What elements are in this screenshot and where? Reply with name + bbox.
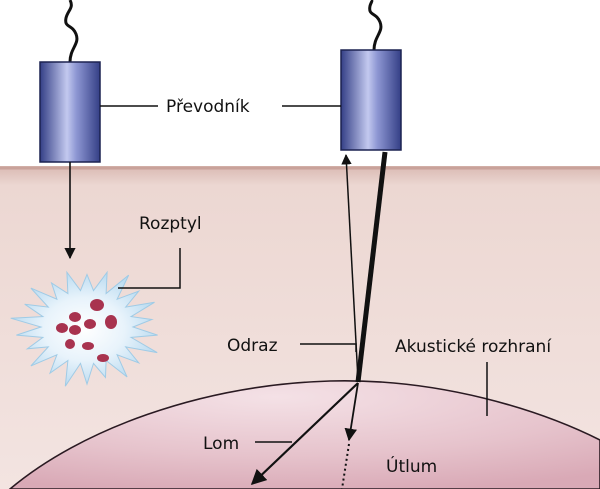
scatter-burst-icon xyxy=(10,270,158,387)
label-reflection: Odraz xyxy=(227,336,278,356)
scatter-cell xyxy=(90,299,104,311)
transducer-left xyxy=(39,0,101,163)
scatter-cell xyxy=(105,315,117,329)
label-refraction: Lom xyxy=(203,434,239,454)
label-attenuation: Útlum xyxy=(386,455,437,477)
scatter-cell xyxy=(97,354,109,362)
scatter-cell xyxy=(82,342,94,350)
label-interface: Akustické rozhraní xyxy=(395,337,552,357)
scatter-cell xyxy=(65,339,75,349)
scatter-cell xyxy=(56,323,68,333)
cable-left-icon xyxy=(64,0,79,63)
scatter-cell xyxy=(84,319,96,329)
label-transducer: Převodník xyxy=(166,97,250,117)
transducer-probe-icon xyxy=(39,61,101,163)
cable-right-icon xyxy=(368,0,383,51)
incident-beam xyxy=(355,151,388,383)
refracted-beam-arrow xyxy=(250,382,359,486)
reflected-beam-arrow xyxy=(341,153,359,381)
transducer-right xyxy=(340,0,402,151)
attenuation-beam-arrow xyxy=(344,382,359,442)
reflection-leader xyxy=(300,343,357,352)
scatter-cell xyxy=(69,325,81,335)
scatter-leader xyxy=(118,248,181,289)
label-scatter: Rozptyl xyxy=(139,214,202,234)
scatter-cell xyxy=(69,312,81,322)
transducer-probe-icon xyxy=(340,49,402,151)
